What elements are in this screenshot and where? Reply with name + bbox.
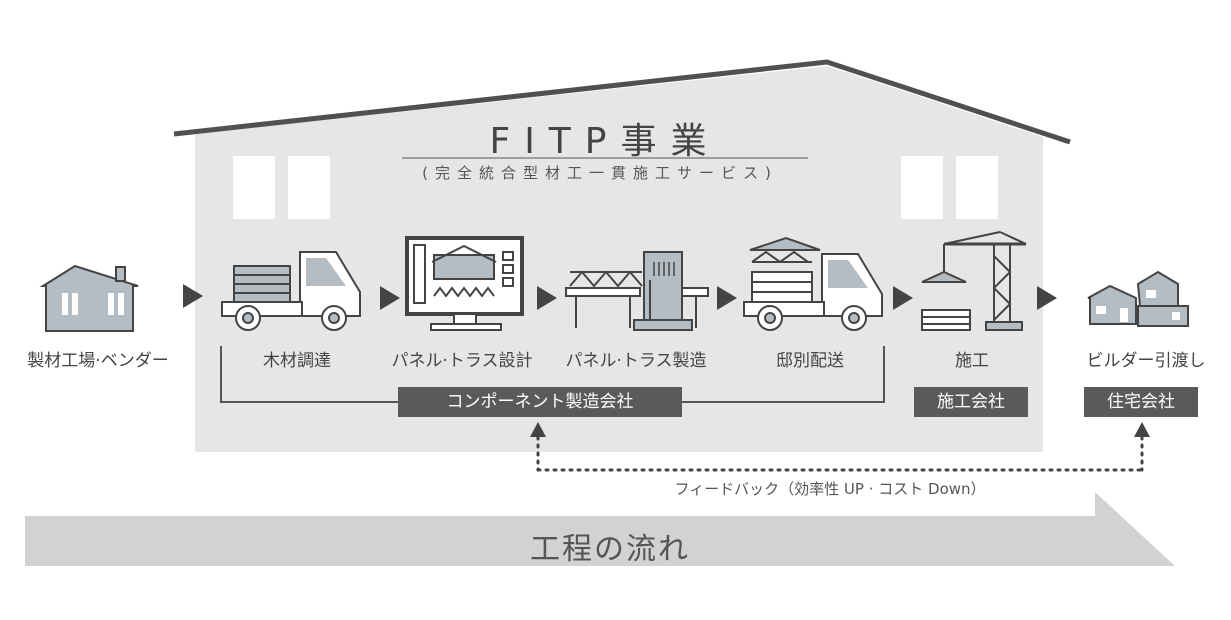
step-arrow	[1037, 286, 1057, 310]
flow-arrow	[25, 492, 1175, 566]
house-icon	[39, 264, 139, 332]
step-label-delivery: 邸別配送	[776, 351, 844, 371]
window	[956, 156, 998, 219]
diagram-subtitle: (完全統合型材工一貫施工サービス)	[422, 164, 778, 182]
feedback-label: フィードバック（効率性 UP · コスト Down）	[674, 480, 986, 498]
design-monitor-icon	[405, 236, 524, 331]
process-flow-label: 工程の流れ	[530, 532, 690, 567]
step-arrows	[183, 284, 1057, 310]
lumber-truck-icon	[221, 251, 361, 331]
window	[901, 156, 943, 219]
step-label-procurement: 木材調達	[263, 351, 331, 371]
step-arrow	[537, 286, 557, 310]
factory-machine-icon	[565, 251, 709, 331]
houses-icon	[1087, 270, 1189, 327]
crane-icon	[921, 231, 1027, 331]
tag-component-maker: コンポーネント製造会社	[398, 387, 682, 417]
step-arrow	[717, 286, 737, 310]
step-label-construction: 施工	[955, 351, 989, 371]
step-arrow	[380, 286, 400, 310]
tag-construction-company: 施工会社	[914, 387, 1028, 417]
diagram-title: FITP事業	[489, 121, 721, 162]
step-label-design: パネル·トラス設計	[391, 351, 533, 371]
step-label-handover: ビルダー引渡し	[1086, 351, 1206, 371]
feedback-arrowhead	[1134, 422, 1150, 437]
step-label-manufacturing: パネル·トラス製造	[565, 351, 707, 371]
tag-housing-company: 住宅会社	[1084, 387, 1198, 417]
window	[288, 156, 330, 219]
building-body	[195, 66, 1043, 452]
feedback-arrowhead	[530, 422, 546, 437]
step-arrow	[183, 284, 203, 308]
step-arrow	[893, 286, 913, 310]
window	[233, 156, 275, 219]
step-label-vendor: 製材工場·ベンダー	[27, 351, 169, 371]
roof-line	[173, 59, 1071, 145]
delivery-truck-icon	[743, 236, 883, 331]
